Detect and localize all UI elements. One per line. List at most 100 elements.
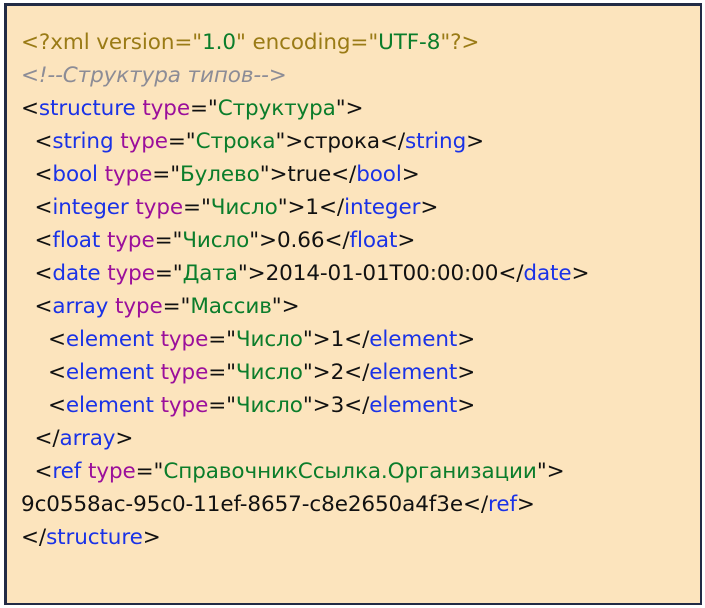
code-token-punct: < [34, 261, 53, 286]
code-token-punct [108, 294, 115, 319]
code-token-text: true [287, 162, 332, 187]
code-token-attr: type [120, 129, 168, 154]
code-token-punct: > [142, 525, 161, 550]
code-token-tag: float [52, 228, 101, 253]
code-token-punct: < [34, 228, 53, 253]
code-indent [21, 294, 34, 319]
code-token-tag: element [65, 360, 154, 385]
code-token-tag: integer [52, 195, 129, 220]
code-line: <element type="Число">2</element> [21, 356, 690, 389]
code-token-attr: type [160, 327, 209, 352]
code-token-punct: < [34, 294, 53, 319]
code-line: <array type="Массив"> [21, 290, 690, 323]
code-token-punct: < [47, 360, 66, 385]
code-token-punct: < [34, 195, 53, 220]
code-token-tag: structure [46, 525, 143, 550]
code-token-attr: type [106, 228, 155, 253]
code-token-attr: type [107, 261, 155, 286]
code-line: <ref type="СправочникСсылка.Организации"… [21, 455, 690, 488]
code-token-punct: </ [319, 195, 345, 220]
code-line: <element type="Число">3</element> [21, 389, 690, 422]
code-token-attr: type [160, 393, 209, 418]
code-token-tag: string [52, 129, 114, 154]
code-token-punct: =" [189, 96, 218, 121]
code-token-text: 1 [305, 195, 320, 220]
code-token-punct: "> [335, 96, 364, 121]
code-indent [21, 162, 34, 187]
code-token-tag: element [369, 393, 458, 418]
code-token-tag: bool [52, 162, 98, 187]
code-token-punct: =" [208, 327, 236, 352]
code-token-text: 0.66 [276, 228, 325, 253]
code-token-attr: type [135, 195, 184, 220]
code-token-punct: < [47, 327, 66, 352]
code-token-punct: < [34, 459, 53, 484]
code-indent [21, 261, 34, 286]
code-token-punct: =" [154, 228, 183, 253]
code-token-attr: type [142, 96, 190, 121]
code-token-tag: ref [488, 492, 517, 517]
code-token-punct [98, 162, 105, 187]
code-token-tag: array [52, 294, 109, 319]
code-token-punct [154, 393, 161, 418]
code-token-punct: </ [34, 426, 60, 451]
code-token-punct [100, 228, 107, 253]
code-line: <?xml version="1.0" encoding="UTF-8"?> [21, 26, 690, 59]
code-token-tag: element [65, 393, 154, 418]
code-token-value: Строка [195, 129, 276, 154]
code-token-tag: element [369, 360, 458, 385]
code-token-decl: " encoding=" [235, 30, 379, 55]
code-token-tag: bool [356, 162, 402, 187]
code-token-punct: =" [208, 360, 236, 385]
code-token-punct: > [571, 261, 590, 286]
code-token-punct: > [397, 228, 416, 253]
code-token-attr: type [104, 162, 153, 187]
code-token-value: Число [235, 327, 303, 352]
code-token-punct: < [34, 129, 53, 154]
code-line: <!--Структура типов--> [21, 59, 690, 92]
code-token-attr: type [115, 294, 163, 319]
code-token-value: СправочникСсылка.Организации [163, 459, 537, 484]
code-token-text: 1 [330, 327, 345, 352]
code-token-punct: "> [277, 195, 306, 220]
code-token-punct: < [21, 96, 39, 121]
code-token-punct: </ [21, 525, 47, 550]
code-token-punct: > [401, 162, 420, 187]
code-token-punct: </ [344, 327, 370, 352]
code-token-tag: date [52, 261, 101, 286]
code-token-punct: </ [331, 162, 357, 187]
code-token-value: Булево [180, 162, 260, 187]
code-token-value: Массив [190, 294, 272, 319]
xml-code-block[interactable]: <?xml version="1.0" encoding="UTF-8"?><!… [21, 26, 690, 554]
code-token-value: Число [210, 195, 278, 220]
code-token-text: строка [303, 129, 380, 154]
code-token-punct: > [516, 492, 535, 517]
code-token-tag: ref [52, 459, 82, 484]
code-indent [21, 426, 34, 451]
code-token-text: 2014-01-01T00:00:00 [265, 261, 499, 286]
code-token-punct: > [420, 195, 439, 220]
code-token-punct [81, 459, 88, 484]
code-token-tag: date [523, 261, 572, 286]
code-token-punct: > [466, 129, 485, 154]
code-token-punct: "> [271, 294, 300, 319]
code-token-punct: "> [249, 228, 277, 253]
code-token-punct: </ [379, 129, 406, 154]
code-token-declval: 1.0 [202, 30, 236, 55]
code-token-punct: =" [167, 129, 196, 154]
code-token-punct: > [457, 393, 476, 418]
code-token-punct: </ [324, 228, 350, 253]
code-indent [21, 195, 34, 220]
code-indent [21, 360, 48, 385]
code-token-punct: </ [462, 492, 489, 517]
code-token-punct: "> [259, 162, 288, 187]
code-indent [21, 129, 34, 154]
code-indent [21, 327, 48, 352]
code-token-value: Дата [182, 261, 238, 286]
code-token-punct: "> [302, 360, 331, 385]
code-token-punct: < [34, 162, 53, 187]
code-token-punct: </ [344, 393, 370, 418]
code-line: <element type="Число">1</element> [21, 323, 690, 356]
code-token-attr: type [88, 459, 136, 484]
code-token-punct: =" [183, 195, 211, 220]
